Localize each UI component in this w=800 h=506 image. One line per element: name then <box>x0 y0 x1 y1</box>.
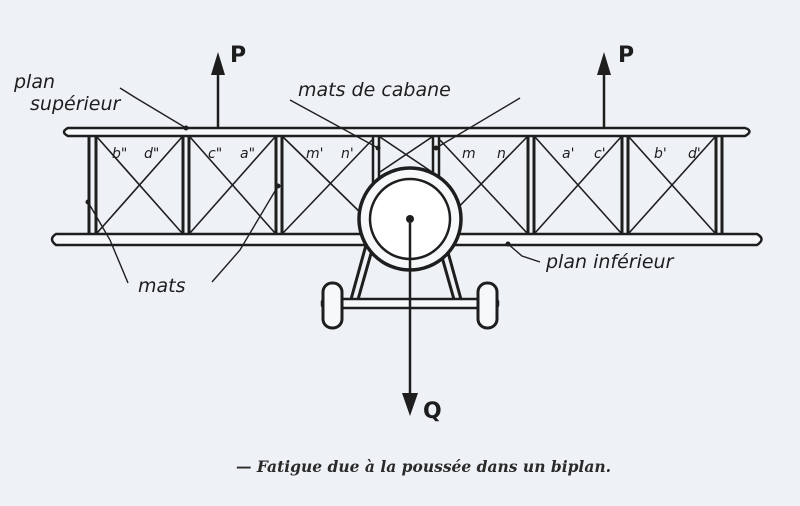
plan-superieur-label-line2: supérieur <box>30 93 122 115</box>
leader-mats-left <box>87 201 129 284</box>
leader-dot <box>275 183 281 189</box>
leader-cabane-left <box>289 99 379 149</box>
leader-lines <box>85 87 541 284</box>
engine-cowling <box>357 166 463 272</box>
force-p-left-label: P <box>230 43 246 68</box>
leader-plan-superieur <box>119 87 187 129</box>
cabane-brace <box>379 136 433 173</box>
bay-label: n <box>497 146 506 162</box>
wire <box>189 136 276 234</box>
bay-label: a' <box>562 146 574 162</box>
bay-labels: b" d" c" a" m' n' m n a' c' b' d' <box>112 146 701 162</box>
arrow-p-left-head <box>211 52 225 75</box>
left-wheel <box>321 281 344 330</box>
leader-dot <box>433 145 439 151</box>
force-p-right-label: P <box>618 43 634 68</box>
arrow-q-head <box>402 393 418 416</box>
leader-dot <box>183 125 189 131</box>
center-of-gravity-dot <box>406 215 414 223</box>
bay-label: c' <box>594 146 606 162</box>
leader-dot <box>375 145 381 151</box>
figure-caption: — Fatigue due à la poussée dans un bipla… <box>236 457 611 476</box>
bay-label: a" <box>240 146 255 162</box>
gear-strut <box>355 249 374 304</box>
leader-dot <box>85 199 91 205</box>
leader-mats-right <box>211 185 279 283</box>
bay-label: b' <box>654 146 667 162</box>
bracing-wires <box>96 136 716 234</box>
wire <box>96 136 183 234</box>
wire <box>534 136 622 234</box>
bay-label: n' <box>341 146 354 162</box>
mats-label: mats <box>138 275 186 297</box>
wire <box>439 139 528 234</box>
leader-cabane-right <box>435 97 521 149</box>
bay-label: m' <box>306 146 324 162</box>
plan-inferieur-label: plan inférieur <box>545 251 675 273</box>
wire <box>282 139 373 234</box>
bay-label: d" <box>144 146 159 162</box>
wire <box>628 136 716 234</box>
leader-plan-inferieur <box>507 243 541 263</box>
bay-label: m <box>462 146 476 162</box>
force-arrows <box>211 52 611 416</box>
upper-wing <box>62 126 751 138</box>
arrow-p-right-head <box>597 52 611 75</box>
bay-label: d' <box>688 146 701 162</box>
plan-superieur-label-line1: plan <box>13 71 55 93</box>
bay-label: c" <box>208 146 222 162</box>
mats-de-cabane-label: mats de cabane <box>298 79 451 101</box>
wire <box>282 136 369 221</box>
gear-strut <box>348 244 368 304</box>
leader-dot <box>505 241 511 247</box>
force-q-label: Q <box>423 399 442 424</box>
right-wheel <box>476 281 499 330</box>
bay-label: b" <box>112 146 127 162</box>
